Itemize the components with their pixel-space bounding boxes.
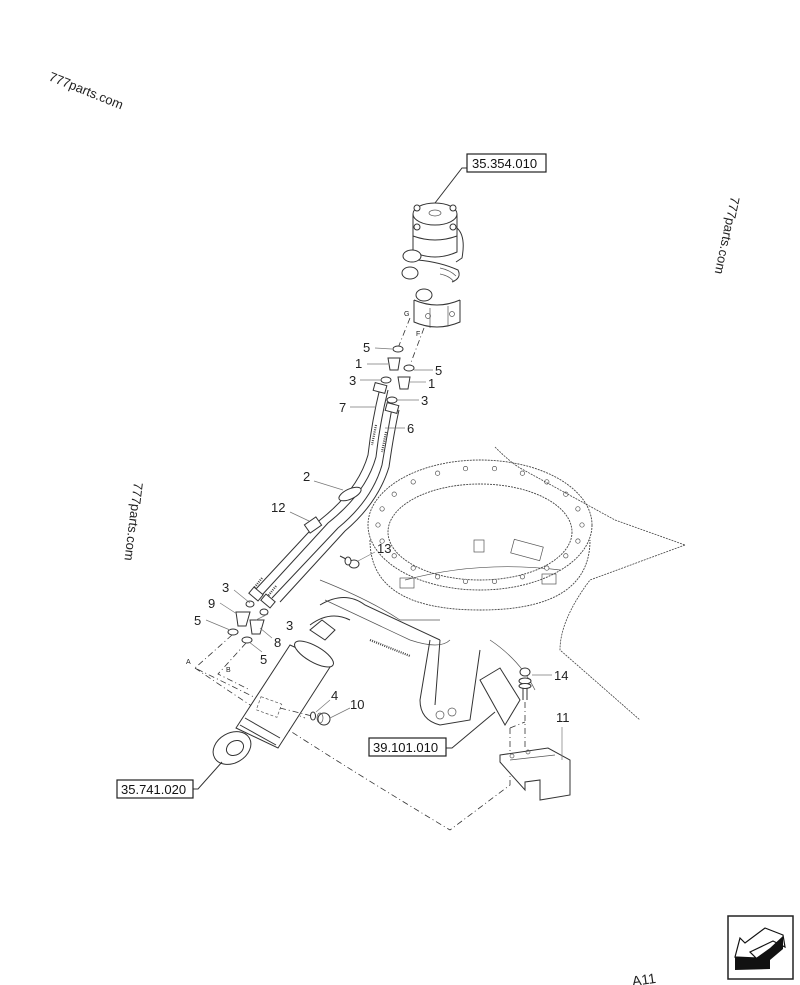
cylinder bbox=[212, 619, 336, 765]
hoses bbox=[248, 381, 400, 609]
callout-3[interactable]: 3 bbox=[421, 393, 428, 408]
ring-bolt-hole bbox=[435, 470, 441, 476]
ref-frame-label: 39.101.010 bbox=[373, 740, 438, 755]
fittings-upper bbox=[380, 345, 415, 404]
ring-bolt-hole bbox=[519, 470, 525, 476]
bracket-11 bbox=[499, 747, 571, 801]
swivel-joint: G F bbox=[401, 202, 464, 338]
bolt-13 bbox=[339, 555, 360, 569]
plug-10 bbox=[279, 707, 331, 726]
callout-5[interactable]: 5 bbox=[363, 340, 370, 355]
ring-bolt-hole bbox=[579, 522, 585, 528]
ref-frame[interactable]: 39.101.010 bbox=[368, 711, 496, 757]
callout-5[interactable]: 5 bbox=[435, 363, 442, 378]
ring-bolt-hole bbox=[375, 522, 381, 528]
frame bbox=[309, 446, 686, 726]
ref-swivel[interactable]: 35.354.010 bbox=[434, 153, 547, 204]
callout-14[interactable]: 14 bbox=[554, 668, 568, 683]
fittings-lower bbox=[227, 600, 269, 644]
ring-bolt-hole bbox=[519, 574, 525, 580]
ref-cylinder[interactable]: 35.741.020 bbox=[116, 761, 223, 799]
callout-7[interactable]: 7 bbox=[339, 400, 346, 415]
watermark-left: 777parts.com bbox=[121, 482, 145, 562]
callout-6[interactable]: 6 bbox=[407, 421, 414, 436]
slewing-ring bbox=[367, 459, 593, 611]
callout-13[interactable]: 13 bbox=[377, 541, 391, 556]
ring-bolt-hole bbox=[575, 506, 581, 512]
ring-bolt-hole bbox=[391, 553, 397, 559]
ref-swivel-label: 35.354.010 bbox=[472, 156, 537, 171]
ring-bolt-hole bbox=[462, 466, 469, 472]
callout-9[interactable]: 9 bbox=[208, 596, 215, 611]
callout-5[interactable]: 5 bbox=[260, 652, 267, 667]
ring-bolt-hole bbox=[563, 553, 569, 559]
ring-bolt-hole bbox=[544, 565, 550, 571]
callout-2[interactable]: 2 bbox=[303, 469, 310, 484]
callout-1[interactable]: 1 bbox=[355, 356, 362, 371]
port-label-f: F bbox=[416, 331, 420, 338]
callout-3[interactable]: 3 bbox=[286, 618, 293, 633]
bolt-14 bbox=[449, 667, 532, 831]
callouts: 5 1 3 7 5 1 3 6 2 12 13 3 9 5 3 8 5 4 bbox=[194, 340, 570, 760]
callout-12[interactable]: 12 bbox=[271, 500, 285, 515]
callout-3[interactable]: 3 bbox=[222, 580, 229, 595]
callout-1[interactable]: 1 bbox=[428, 376, 435, 391]
watermark-top-left: 777parts.com bbox=[47, 69, 126, 112]
port-label-b: B bbox=[226, 667, 231, 674]
ref-cylinder-label: 35.741.020 bbox=[121, 782, 186, 797]
callout-4[interactable]: 4 bbox=[331, 688, 338, 703]
clamp-12 bbox=[303, 516, 323, 534]
callout-10[interactable]: 10 bbox=[350, 697, 364, 712]
callout-11[interactable]: 11 bbox=[556, 710, 570, 725]
callout-3[interactable]: 3 bbox=[349, 373, 356, 388]
ring-bolt-hole bbox=[435, 574, 441, 580]
corner-mark: A11 bbox=[631, 970, 657, 985]
ring-bolt-hole bbox=[491, 466, 498, 472]
port-label-a: A bbox=[186, 659, 191, 666]
callout-8[interactable]: 8 bbox=[274, 635, 281, 650]
ring-bolt-hole bbox=[491, 578, 498, 584]
watermark-right: 777parts.com bbox=[712, 195, 743, 275]
ring-bolt-hole bbox=[379, 538, 385, 544]
ring-bolt-hole bbox=[391, 491, 397, 497]
ring-bolt-hole bbox=[462, 578, 469, 584]
callout-5[interactable]: 5 bbox=[194, 613, 201, 628]
ring-bolt-hole bbox=[410, 479, 416, 485]
ring-bolt-hole bbox=[379, 506, 385, 512]
ring-bolt-hole bbox=[410, 565, 416, 571]
back-arrow-icon[interactable] bbox=[727, 915, 794, 980]
clamp-2 bbox=[338, 486, 362, 502]
ring-bolt-hole bbox=[575, 538, 581, 544]
port-label-g: G bbox=[404, 311, 409, 318]
